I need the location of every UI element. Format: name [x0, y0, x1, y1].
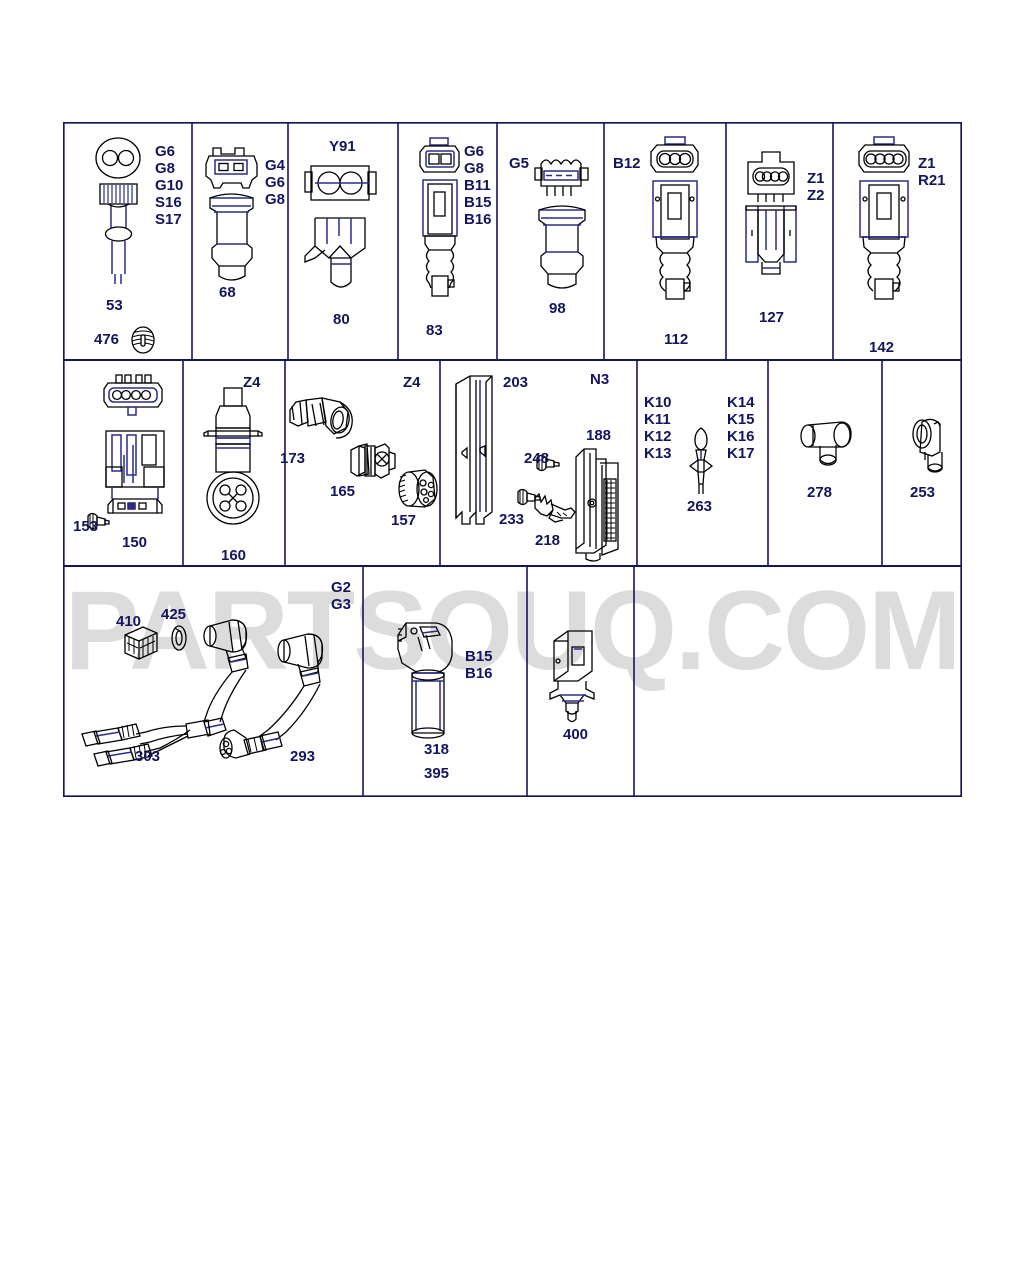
part-drawing-203-rail — [450, 372, 502, 532]
part-number-425: 425 — [161, 606, 187, 623]
parts-diagram-table — [63, 122, 962, 797]
part-drawing-233 — [515, 485, 543, 511]
part-drawing-293 — [198, 632, 328, 762]
part-number-303: 303 — [135, 748, 161, 765]
grid-lines — [63, 122, 962, 797]
part-number-83: 83 — [426, 322, 443, 339]
code-group-80: Y91 — [329, 138, 356, 155]
code-group-165: Z4 — [403, 374, 421, 391]
part-drawing-248 — [534, 451, 562, 477]
part-number-150: 150 — [122, 534, 148, 551]
part-number-153: 153 — [73, 518, 99, 535]
code-group-160: Z4 — [243, 374, 261, 391]
part-drawing-400 — [540, 625, 610, 725]
part-drawing-318 — [392, 615, 462, 745]
part-drawing-218 — [531, 492, 577, 526]
part-number-318: 318 — [424, 741, 450, 758]
part-drawing-410 — [121, 623, 161, 665]
part-number-53: 53 — [106, 297, 123, 314]
part-drawing-83 — [415, 136, 471, 300]
part-number-157: 157 — [391, 512, 417, 529]
part-number-263: 263 — [687, 498, 713, 515]
part-number-68: 68 — [219, 284, 236, 301]
part-drawing-68 — [205, 140, 267, 290]
part-number-142: 142 — [869, 339, 895, 356]
part-drawing-98 — [533, 148, 597, 294]
code-group-83: G6 G8 B11 B15 B16 — [464, 143, 492, 228]
part-drawing-173 — [288, 392, 368, 462]
part-drawing-112 — [645, 135, 707, 303]
part-number-112: 112 — [664, 331, 689, 348]
code-group-68: G4 G6 G8 — [265, 157, 286, 208]
part-drawing-425 — [168, 623, 190, 653]
part-number-248: 248 — [524, 450, 550, 467]
part-number-253: 253 — [910, 484, 936, 501]
part-number-165: 165 — [330, 483, 356, 500]
part-number-173: 173 — [280, 450, 306, 467]
part-drawing-160 — [198, 386, 268, 526]
part-drawing-153 — [85, 510, 113, 536]
code-group-142: Z1 R21 — [918, 155, 946, 189]
code-group-303: G2 G3 — [331, 579, 352, 613]
code-group-112: B12 — [613, 155, 641, 172]
code-group-263-left: K10 K11 K12 K13 — [644, 394, 672, 462]
part-drawing-278 — [798, 418, 858, 474]
part-number-293: 293 — [290, 748, 316, 765]
part-drawing-263 — [686, 426, 716, 496]
part-drawing-253 — [906, 416, 954, 482]
part-number-160: 160 — [221, 547, 247, 564]
part-number-395: 395 — [424, 765, 450, 782]
part-drawing-53 — [90, 136, 160, 296]
code-group-263-right: K14 K15 K16 K17 — [727, 394, 755, 462]
code-group-53: G6 G8 G10 S16 S17 — [155, 143, 184, 228]
part-number-278: 278 — [807, 484, 833, 501]
part-number-203: 203 — [503, 374, 529, 391]
part-drawing-127 — [740, 150, 802, 290]
code-group-203: N3 — [590, 371, 610, 388]
part-drawing-165 — [345, 440, 401, 494]
part-drawing-476 — [130, 326, 156, 354]
code-group-318: B15 B16 — [465, 648, 493, 682]
part-drawing-188 — [570, 443, 626, 562]
part-number-127: 127 — [759, 309, 785, 326]
part-drawing-80 — [303, 158, 383, 298]
part-drawing-303 — [60, 612, 310, 767]
part-number-98: 98 — [549, 300, 566, 317]
part-number-80: 80 — [333, 311, 350, 328]
code-group-127: Z1 Z2 — [807, 170, 825, 204]
part-number-476: 476 — [94, 331, 120, 348]
part-number-400: 400 — [563, 726, 589, 743]
part-number-218: 218 — [535, 532, 561, 549]
part-drawing-157 — [393, 465, 443, 515]
part-drawing-142 — [852, 135, 918, 305]
part-drawing-150 — [100, 371, 170, 531]
part-number-188: 188 — [586, 427, 612, 444]
code-group-98: G5 — [509, 155, 530, 172]
part-number-410: 410 — [116, 613, 142, 630]
part-number-233: 233 — [499, 511, 525, 528]
